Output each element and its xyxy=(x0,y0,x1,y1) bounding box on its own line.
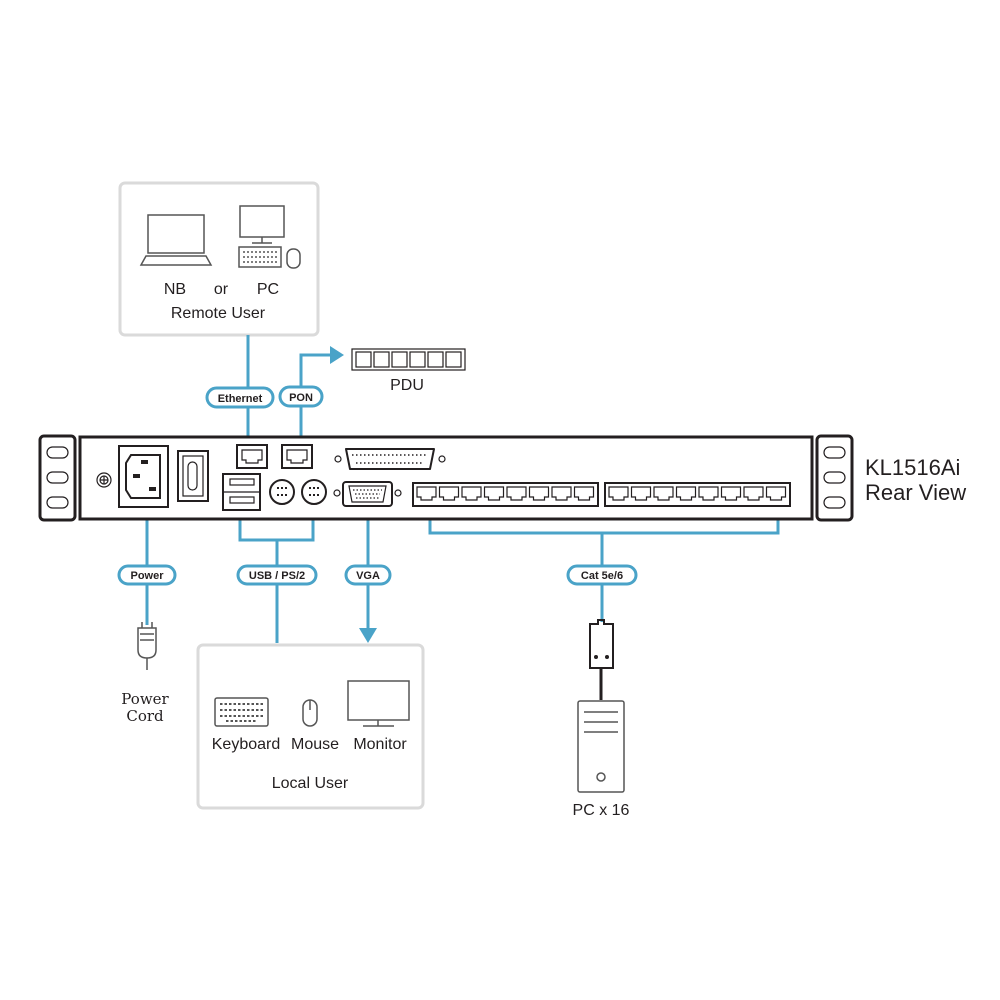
power-socket xyxy=(118,445,169,508)
rj45-bank-1 xyxy=(412,482,599,507)
ethernet-label: Ethernet xyxy=(218,393,263,405)
pc-tower-icon xyxy=(577,700,625,793)
ethernet-pill: Ethernet xyxy=(205,386,275,409)
power-cord-plug-icon xyxy=(137,622,157,670)
remote-user-title: Remote User xyxy=(171,305,266,322)
usb-ports xyxy=(222,473,261,511)
device-view: Rear View xyxy=(865,480,966,505)
rj45-port xyxy=(675,486,697,501)
power-switch xyxy=(177,450,209,502)
right-rack-ear xyxy=(815,434,854,522)
pdu-outlet xyxy=(391,351,408,368)
pdu-outlet xyxy=(409,351,426,368)
kvm-chassis xyxy=(38,434,854,522)
rj45-port xyxy=(608,486,629,501)
device-model: KL1516Ai xyxy=(865,455,960,480)
vga-label: VGA xyxy=(356,570,380,582)
local-user-box: Keyboard Mouse Monitor Local User xyxy=(196,643,425,810)
db25-port xyxy=(334,448,446,470)
local-user-title: Local User xyxy=(272,775,349,792)
pdu-outlet xyxy=(427,351,444,368)
rj45-port xyxy=(698,486,719,501)
monitor-label: Monitor xyxy=(353,736,407,753)
pdu-outlet xyxy=(445,351,462,368)
rj45-port xyxy=(720,486,742,501)
desktop-pc-icon xyxy=(238,205,301,269)
left-rack-ear xyxy=(38,434,77,522)
rj45-port xyxy=(743,486,764,501)
pdu-icon xyxy=(351,348,466,371)
vga-port xyxy=(333,481,402,507)
vga-pill: VGA xyxy=(344,564,392,586)
pdu-arrow-icon xyxy=(330,346,344,364)
rj45-port xyxy=(765,486,787,501)
rj45-port xyxy=(653,486,674,501)
power-cord-line2: Cord xyxy=(126,707,164,725)
mouse-label: Mouse xyxy=(291,736,339,753)
rj45-port xyxy=(483,486,505,501)
cat-label: Cat 5e/6 xyxy=(581,570,623,582)
vga-arrow-icon xyxy=(359,628,377,643)
ps2-ports xyxy=(269,479,327,505)
pc-count-label: PC x 16 xyxy=(573,802,630,819)
pon-label: PON xyxy=(289,392,313,404)
usb-ps2-label: USB / PS/2 xyxy=(249,570,305,582)
pon-pill: PON xyxy=(278,385,324,408)
keyboard-label: Keyboard xyxy=(212,736,281,753)
pdu-label: PDU xyxy=(390,377,424,394)
power-pill: Power xyxy=(117,564,177,586)
rj45-bank-2 xyxy=(604,482,791,507)
rj45-port xyxy=(506,486,527,501)
pdu-outlet xyxy=(355,351,372,368)
ethernet-port xyxy=(236,444,268,469)
usb-ps2-pill: USB / PS/2 xyxy=(236,564,318,586)
mouse-icon xyxy=(302,699,318,727)
rj45-port xyxy=(630,486,652,501)
keyboard-icon xyxy=(214,697,269,727)
pon-port xyxy=(281,444,313,469)
rj45-port xyxy=(438,486,460,501)
rj45-port xyxy=(528,486,550,501)
power-label: Power xyxy=(130,570,164,582)
rj45-port xyxy=(461,486,482,501)
power-cord-line1: Power xyxy=(121,690,169,708)
monitor-icon xyxy=(347,680,410,727)
pdu-outlet xyxy=(373,351,390,368)
or-label: or xyxy=(214,281,229,298)
laptop-icon xyxy=(139,214,213,266)
cat-cable-connector-icon xyxy=(589,619,614,700)
rj45-port xyxy=(573,486,595,501)
rj45-port xyxy=(416,486,437,501)
nb-label: NB xyxy=(164,281,186,298)
remote-user-box: NB or PC Remote User xyxy=(118,181,320,337)
ground-screw-icon xyxy=(96,472,112,488)
pc-label: PC xyxy=(257,281,279,298)
rj45-port xyxy=(551,486,572,501)
cat-pill: Cat 5e/6 xyxy=(566,564,638,586)
